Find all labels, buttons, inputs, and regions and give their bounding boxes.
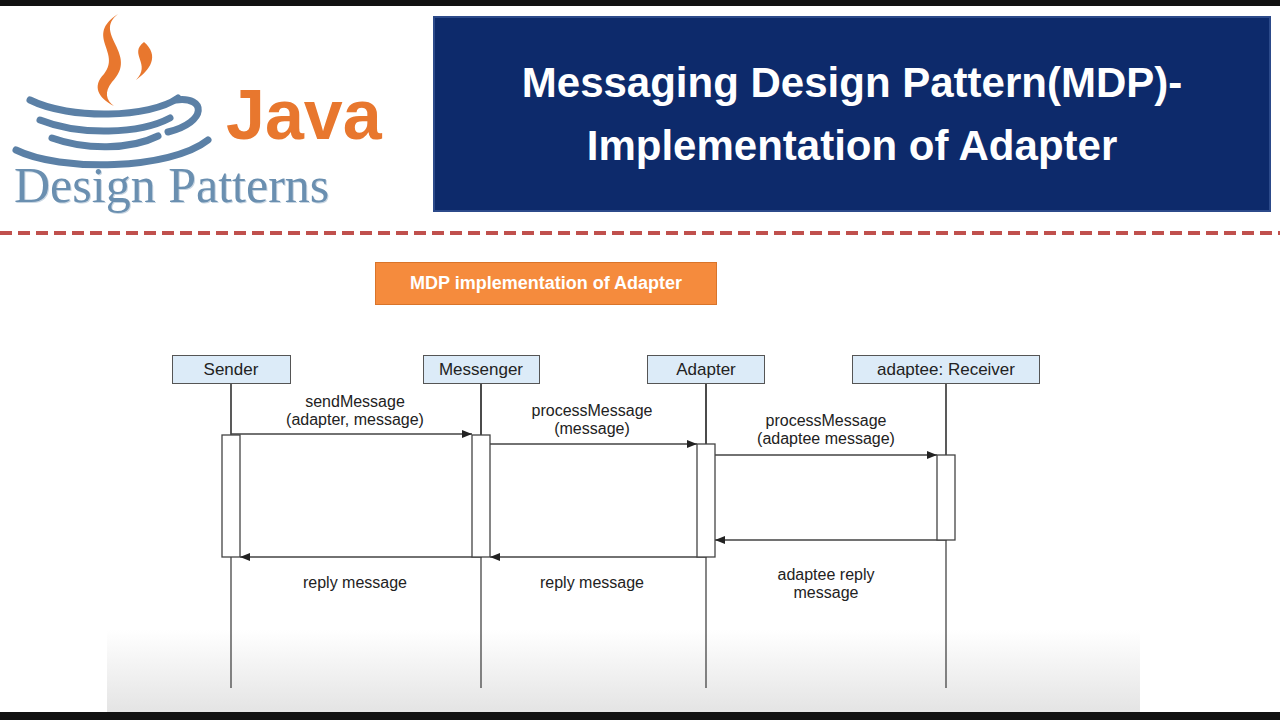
message-arrow [240, 384, 481, 557]
activation-bar [222, 435, 240, 557]
logo-subtitle-wrap: Design Patterns [14, 160, 329, 210]
message-arrow [231, 384, 472, 434]
logo-word-wrap: Java [226, 80, 382, 150]
title-box: Messaging Design Pattern(MDP)- Implement… [434, 17, 1270, 211]
node-label: MDP implementation of Adapter [410, 273, 682, 294]
logo-subtitle: Design Patterns [14, 160, 329, 210]
message-label: processMessage (adaptee message) [748, 412, 904, 448]
message-arrow [481, 384, 697, 444]
message-label-wrap: reply message [514, 574, 670, 592]
slide-title: Messaging Design Pattern(MDP)- Implement… [454, 51, 1250, 177]
java-cup-logo [16, 14, 208, 165]
node-label: Adapter [676, 360, 736, 380]
lifeline-head: Adapter [647, 355, 765, 384]
lifelines [231, 384, 946, 688]
node-label: adaptee: Receiver [877, 360, 1015, 380]
message-label-wrap: sendMessage (adapter, message) [277, 393, 433, 429]
message-label: reply message [303, 574, 407, 592]
activation-bar [697, 444, 715, 557]
message-arrow [490, 384, 706, 557]
lifeline-head: Sender [172, 355, 291, 384]
message-label: adaptee reply message [748, 566, 904, 602]
message-label: reply message [540, 574, 644, 592]
message-label-wrap: reply message [277, 574, 433, 592]
bottom-fade [107, 630, 1140, 712]
dashed-divider [0, 231, 1280, 235]
lifeline-head: Messenger [423, 355, 540, 384]
heading-box: MDP implementation of Adapter [375, 262, 717, 305]
message-label-wrap: processMessage (message) [514, 402, 670, 438]
activation-bar [472, 435, 490, 557]
message-label-wrap: processMessage (adaptee message) [748, 412, 904, 448]
title-banner [434, 17, 1270, 211]
lifeline-head: adaptee: Receiver [852, 355, 1040, 384]
message-arrow [706, 384, 937, 455]
message-arrow [715, 384, 946, 540]
activation-bar [937, 455, 955, 540]
message-label: processMessage (message) [514, 402, 670, 438]
logo-word: Java [226, 80, 382, 150]
top-bar [0, 0, 1280, 6]
bottom-bar [0, 712, 1280, 720]
node-label: Sender [204, 360, 259, 380]
message-label: sendMessage (adapter, message) [277, 393, 433, 429]
message-label-wrap: adaptee reply message [748, 566, 904, 602]
node-label: Messenger [439, 360, 523, 380]
